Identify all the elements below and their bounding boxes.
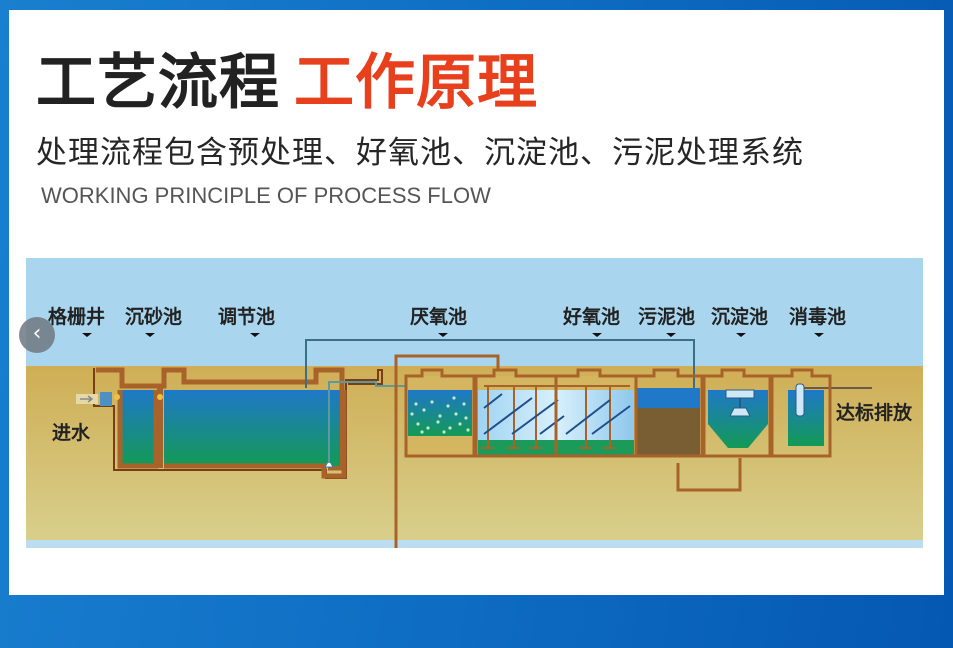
label-grit-chamber: 沉砂池 <box>125 306 183 328</box>
pipes <box>305 339 872 548</box>
anoxic-tank <box>404 368 476 458</box>
process-diagram-svg <box>26 258 923 548</box>
label-regulating-tank: 调节池 <box>218 306 276 328</box>
regulating-tank-water <box>164 390 340 466</box>
label-sedimentation-tank: 沉淀池 <box>711 306 769 328</box>
label-markers <box>82 333 824 337</box>
label-water-inlet: 进水 <box>52 422 91 444</box>
process-flow-diagram: 格栅井 沉砂池 调节池 厌氧池 好氧池 污泥池 沉淀池 消毒池 进水 达标排放 <box>26 258 923 548</box>
sedimentation-tank <box>702 368 772 458</box>
carousel-prev-button[interactable]: ‹ <box>19 317 55 353</box>
label-compliant-discharge: 达标排放 <box>836 402 913 424</box>
label-sludge-tank: 污泥池 <box>638 306 696 328</box>
grit-chamber-water <box>120 390 156 466</box>
page-title: 工艺流程工作原理 <box>36 46 538 120</box>
sky-area <box>26 258 923 366</box>
chevron-left-icon: ‹ <box>32 321 42 346</box>
bottom-strip <box>26 540 923 548</box>
aerobic-tank <box>474 368 638 458</box>
disinfection-tank <box>770 368 832 458</box>
page-subtitle: 处理流程包含预处理、好氧池、沉淀池、污泥处理系统 <box>36 135 804 171</box>
label-disinfection-tank: 消毒池 <box>789 306 847 328</box>
label-grating-well: 格栅井 <box>48 306 106 328</box>
title-working-principle: 工作原理 <box>294 48 538 118</box>
label-anoxic-tank: 厌氧池 <box>410 306 468 328</box>
pretreatment-tanks <box>76 367 383 479</box>
label-aerobic-tank: 好氧池 <box>563 306 621 328</box>
sludge-tank <box>634 368 704 458</box>
title-process-flow: 工艺流程 <box>36 48 280 118</box>
english-subtitle: WORKING PRINCIPLE OF PROCESS FLOW <box>41 183 491 208</box>
